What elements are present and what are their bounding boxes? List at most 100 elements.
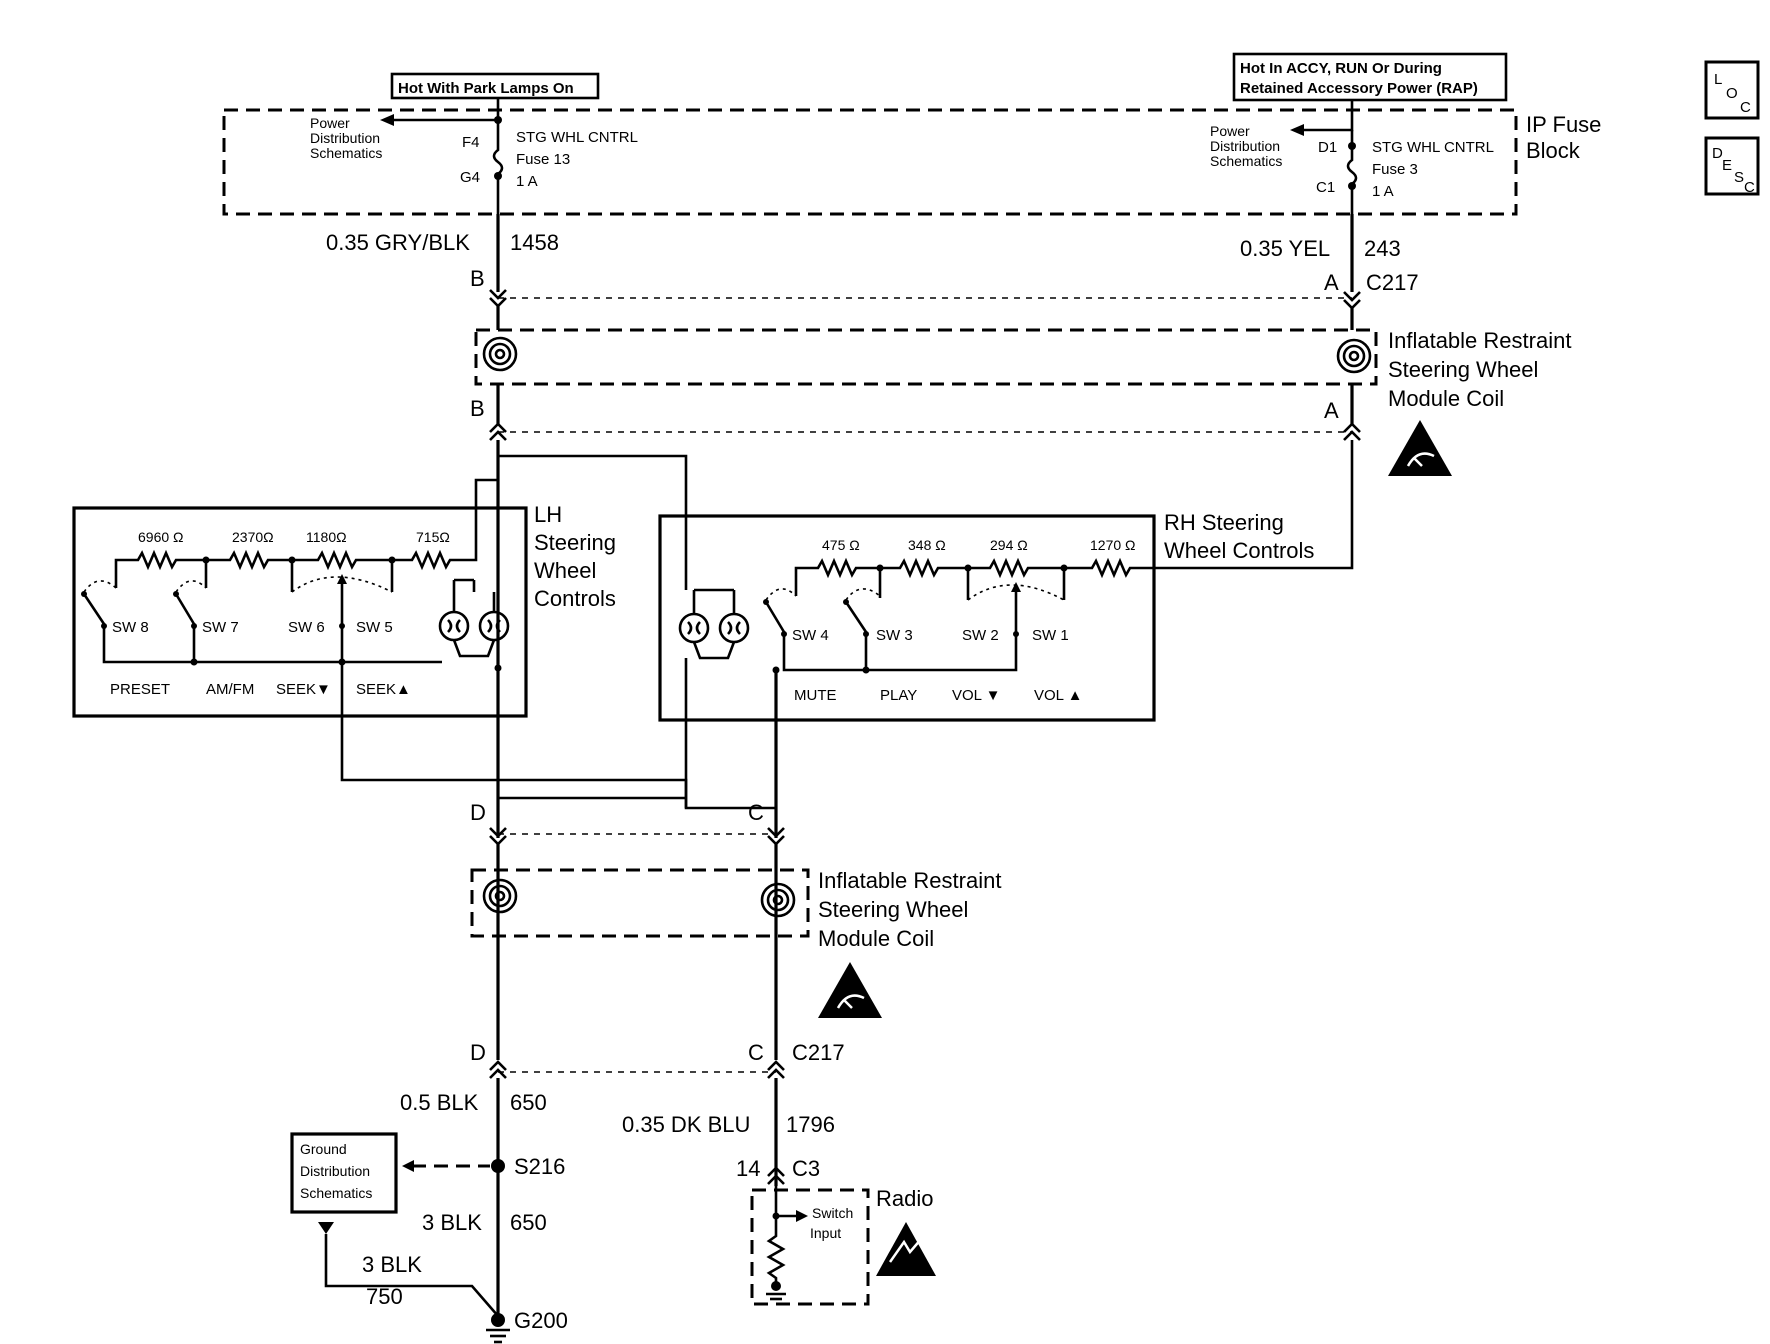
wire-1796-gauge: 0.35 DK BLU (622, 1112, 750, 1137)
rh-function-vol-down: VOL ▼ (952, 687, 1000, 704)
power-dist-right-2: Distribution (1210, 138, 1280, 154)
arrow-left-icon-3 (402, 1160, 414, 1172)
rh-switch-sw2-sw1 (966, 568, 1066, 637)
rh-function-play: PLAY (880, 687, 917, 704)
switch-input-1: Switch (812, 1205, 853, 1221)
lamp-icon (718, 612, 750, 644)
rh-resistor-4: 1270 Ω (1090, 537, 1136, 553)
arrow-down-icon (318, 1222, 334, 1234)
hot-right-label-1: Hot In ACCY, RUN Or During (1240, 60, 1442, 77)
lamp-return-link (496, 796, 686, 808)
radio-pin: 14 (736, 1156, 760, 1181)
lh-node (190, 658, 198, 666)
ground-dist-2: Distribution (300, 1163, 370, 1179)
power-dist-left-2: Distribution (310, 130, 380, 146)
lh-function-amfm: AM/FM (206, 681, 254, 698)
rh-node (862, 666, 870, 674)
pin-a-lower: A (1324, 398, 1339, 423)
wire-650a-circuit: 650 (510, 1090, 547, 1115)
pin-d-lower: D (470, 1040, 486, 1065)
clockspring-icon (482, 878, 518, 914)
fuse-left-symbol (492, 120, 504, 214)
wire-750-circuit: 750 (366, 1284, 403, 1309)
coil-upper-label-3: Module Coil (1388, 386, 1504, 411)
wire-1458-circuit: 1458 (510, 230, 559, 255)
rh-resistor-3: 294 Ω (990, 537, 1028, 553)
fuse-left-node-2 (494, 172, 502, 180)
svg-text:C: C (1744, 179, 1755, 196)
rh-switch-common (782, 634, 1018, 672)
wire-243-circuit: 243 (1364, 236, 1401, 261)
loc-icon[interactable]: L O C (1704, 60, 1760, 120)
pin-b-lower: B (470, 396, 485, 421)
lh-sw5-label: SW 5 (356, 619, 393, 636)
rh-controls-label-1: RH Steering (1164, 510, 1284, 535)
ground-icon (486, 1313, 510, 1344)
splice-s216-label: S216 (514, 1154, 565, 1179)
fuse-right-symbol (1346, 130, 1358, 214)
wire-750 (324, 1234, 499, 1317)
wire-1796-circuit: 1796 (786, 1112, 835, 1137)
connector-c-lower-icon (767, 1060, 785, 1079)
coil-upper-label-1: Inflatable Restraint (1388, 328, 1571, 353)
coil-lower-outline (470, 868, 810, 938)
svg-text:O: O (1726, 85, 1738, 102)
lh-function-seek-up: SEEK▲ (356, 681, 411, 698)
wire-750-gauge: 3 BLK (362, 1252, 422, 1277)
desc-icon[interactable]: D E S C (1704, 136, 1760, 196)
radio-outline (750, 1188, 870, 1306)
rh-sw4-label: SW 4 (792, 627, 829, 644)
ground-dist-box (290, 1132, 398, 1214)
pin-b-upper: B (470, 266, 485, 291)
wire-1458-gauge: 0.35 GRY/BLK (326, 230, 470, 255)
ground-dist-3: Schematics (300, 1185, 372, 1201)
lh-lamp-feed (452, 578, 476, 592)
fuse-right-pin-in: D1 (1318, 139, 1337, 156)
lh-resistor-4: 715Ω (416, 529, 450, 545)
crossover-wire (498, 454, 688, 480)
lh-sw6-label: SW 6 (288, 619, 325, 636)
rh-lamp-feed (684, 480, 734, 592)
hot-left-label: Hot With Park Lamps On (398, 80, 574, 97)
connector-a-upper-icon (1343, 291, 1361, 310)
svg-text:L: L (1714, 71, 1722, 88)
esd-warning-icon (876, 1222, 936, 1276)
wire-650b-circuit: 650 (510, 1210, 547, 1235)
pin-d-upper: D (470, 800, 486, 825)
ip-fuse-block-label-2: Block (1526, 138, 1581, 163)
arrow-left-icon (380, 114, 394, 126)
clockspring-icon (1336, 338, 1372, 374)
power-dist-right-1: Power (1210, 123, 1250, 139)
pin-c-upper: C (748, 800, 764, 825)
power-dist-right-line (1300, 100, 1354, 132)
svg-text:E: E (1722, 157, 1732, 174)
arrow-left-icon-2 (1290, 124, 1304, 136)
rh-lamp-wires (692, 590, 736, 660)
ip-fuse-block-label-1: IP Fuse (1526, 112, 1601, 137)
lh-sw8-label: SW 8 (112, 619, 149, 636)
pin-c-lower: C (748, 1040, 764, 1065)
lh-controls-box (72, 506, 528, 718)
svg-text:D: D (1712, 145, 1723, 162)
clockspring-icon (482, 336, 518, 372)
lh-controls-label-1: LH (534, 502, 562, 527)
rh-resistor-1: 475 Ω (822, 537, 860, 553)
svg-text:S: S (1734, 169, 1744, 186)
power-dist-left-3: Schematics (310, 145, 382, 161)
fuse-right-line-3: 1 A (1372, 183, 1394, 200)
rh-controls-box (658, 514, 1156, 722)
radio-connector: C3 (792, 1156, 820, 1181)
lh-switch-common (102, 626, 442, 664)
hot-right-box (1232, 52, 1508, 102)
lh-resistor-1: 6960 Ω (138, 529, 184, 545)
clockspring-icon (760, 882, 796, 918)
rh-function-vol-up: VOL ▲ (1034, 687, 1082, 704)
pin-a-upper: A (1324, 270, 1339, 295)
wire-650a-gauge: 0.5 BLK (400, 1090, 479, 1115)
fuse-left-pin-in: F4 (462, 134, 480, 151)
connector-d-lower-icon (489, 1060, 507, 1079)
c217-lower-label: C217 (792, 1040, 845, 1065)
coil-upper-outline (474, 328, 1378, 386)
radio-label: Radio (876, 1186, 933, 1211)
